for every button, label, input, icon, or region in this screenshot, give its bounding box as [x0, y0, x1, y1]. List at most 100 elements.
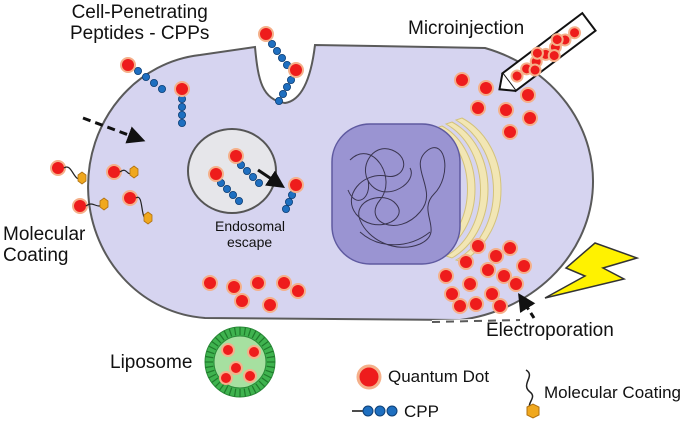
free-quantum-dot — [508, 276, 524, 292]
molecular-coating-line1: Molecular — [3, 224, 86, 245]
cpp-chain — [133, 67, 166, 94]
free-quantum-dot — [454, 72, 470, 88]
legend-coating-tag-icon — [526, 403, 540, 419]
free-quantum-dot — [488, 248, 504, 264]
liposome-quantum-dot — [243, 369, 257, 383]
free-quantum-dot — [276, 275, 292, 291]
cpp-bead — [228, 190, 237, 199]
free-quantum-dot — [498, 102, 514, 118]
microinjection-label: Microinjection — [408, 18, 525, 39]
free-quantum-dot — [502, 240, 518, 256]
cpp-bead — [177, 103, 186, 112]
entry-arrow — [82, 116, 146, 144]
legend-coating-line-icon — [525, 369, 534, 411]
qd-cpp-conjugate — [228, 148, 244, 164]
electroporation-label: Electroporation — [486, 320, 614, 341]
lightning-bolt-icon — [544, 242, 640, 299]
coating-tag — [129, 165, 139, 179]
cpp-bead — [274, 97, 283, 106]
cpp-bead — [272, 47, 281, 56]
qd-cpp-conjugate — [174, 81, 190, 97]
free-quantum-dot — [202, 275, 218, 291]
legend-cpp-label: CPP — [404, 402, 439, 421]
liposome-quantum-dot — [221, 343, 235, 357]
needle-quantum-dot — [530, 46, 544, 60]
free-quantum-dot — [262, 297, 278, 313]
cpp-title: Cell-Penetrating Peptides - CPPs — [70, 2, 209, 45]
coating-tag — [77, 171, 87, 185]
cpp-chain — [281, 190, 296, 213]
free-quantum-dot — [470, 238, 486, 254]
endosomal-escape-arrow — [257, 168, 285, 188]
needle-quantum-dot — [528, 63, 542, 77]
quantum-dot-groups — [50, 26, 538, 314]
cpp-bead — [248, 172, 257, 181]
cpp-bead — [284, 197, 293, 206]
free-quantum-dot — [234, 293, 250, 309]
coated-quantum-dot — [50, 160, 66, 176]
free-quantum-dot — [444, 286, 460, 302]
cpp-bead — [222, 184, 231, 193]
free-quantum-dot — [462, 276, 478, 292]
legend-cpp-icon — [362, 405, 398, 417]
liposome-quantum-dot — [229, 361, 243, 375]
electroporation-arrow — [518, 292, 536, 319]
free-quantum-dot — [458, 254, 474, 270]
cpp-bead — [157, 85, 166, 94]
free-quantum-dot — [480, 262, 496, 278]
cpp-bead — [234, 196, 243, 205]
free-quantum-dot — [516, 258, 532, 274]
cpp-title-line1: Cell-Penetrating — [71, 2, 208, 23]
cpp-bead — [177, 111, 186, 120]
cpp-bead — [281, 204, 290, 213]
needle-quantum-dot — [568, 26, 582, 40]
cpp-bead — [149, 79, 158, 88]
qd-cpp-conjugate — [208, 166, 224, 182]
coated-quantum-dot — [106, 164, 122, 180]
qd-cpp-conjugate — [120, 57, 136, 73]
cpp-bead — [282, 83, 291, 92]
cpp-bead — [286, 76, 295, 85]
nucleus — [331, 123, 461, 265]
qd-cpp-conjugate — [258, 26, 274, 42]
endoplasmic-reticulum — [434, 117, 502, 263]
cpp-bead — [254, 178, 263, 187]
endosome — [187, 128, 277, 214]
cpp-bead — [177, 119, 186, 128]
liposome-quantum-dot — [219, 371, 233, 385]
coated-quantum-dot — [72, 198, 88, 214]
membrane-pore-dash — [431, 319, 521, 323]
free-quantum-dot — [438, 268, 454, 284]
cpp-chain — [177, 95, 186, 128]
cpp-bead — [133, 67, 142, 76]
cpp-bead — [278, 90, 287, 99]
free-quantum-dot — [502, 124, 518, 140]
needle-quantum-dot — [550, 33, 564, 47]
chromatin — [347, 147, 446, 248]
molecular-coating-label: Molecular Coating — [3, 224, 85, 267]
legend-molecular-coating-label: Molecular Coating — [544, 383, 682, 402]
qd-cpp-conjugate — [288, 62, 304, 78]
qd-cpp-conjugate — [288, 177, 304, 193]
coating-groups — [63, 165, 153, 225]
endosomal-line1: Endosomal — [215, 218, 286, 234]
microinjection-needle — [498, 11, 597, 93]
free-quantum-dot — [452, 298, 468, 314]
cpp-chain — [274, 76, 295, 106]
free-quantum-dot — [484, 286, 500, 302]
legend-quantum-dot-icon — [356, 364, 382, 390]
cpp-bead — [267, 40, 276, 49]
coated-quantum-dot — [122, 190, 138, 206]
free-quantum-dot — [468, 296, 484, 312]
cpp-title-line2: Peptides - CPPs — [70, 23, 210, 45]
legend-quantum-dot-label: Quantum Dot — [388, 367, 490, 386]
endosomal-line2: escape — [227, 233, 273, 250]
cpp-groups — [133, 40, 296, 213]
free-quantum-dot — [492, 298, 508, 314]
free-quantum-dot — [496, 268, 512, 284]
molecular-coating-line2: Coating — [3, 245, 69, 267]
liposome-label: Liposome — [110, 352, 193, 373]
free-quantum-dot — [250, 275, 266, 291]
